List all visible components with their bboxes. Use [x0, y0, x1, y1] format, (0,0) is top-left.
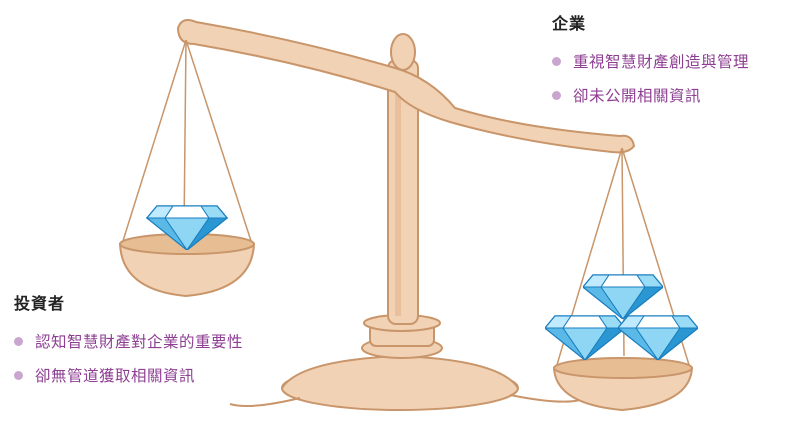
- list-item-label: 重視智慧財產創造與管理: [573, 53, 750, 71]
- enterprise-list: 重視智慧財產創造與管理 卻未公開相關資訊: [552, 44, 749, 112]
- right-pan: [545, 147, 698, 412]
- list-item: 重視智慧財產創造與管理: [552, 44, 749, 78]
- list-item: 卻未公開相關資訊: [552, 78, 749, 112]
- list-item-label: 卻無管道獲取相關資訊: [35, 367, 196, 385]
- list-item: 卻無管道獲取相關資訊: [14, 358, 243, 392]
- bullet-icon: [14, 370, 23, 380]
- enterprise-title: 企業: [552, 14, 587, 33]
- scale-base: [229, 314, 581, 411]
- list-item-label: 卻未公開相關資訊: [573, 87, 702, 105]
- scale-pillar: [387, 33, 419, 325]
- list-item: 認知智慧財產對企業的重要性: [14, 324, 243, 358]
- list-item-label: 認知智慧財產對企業的重要性: [35, 333, 244, 351]
- investor-title: 投資者: [14, 294, 66, 313]
- investor-list: 認知智慧財產對企業的重要性 卻無管道獲取相關資訊: [14, 324, 243, 392]
- scale-beam: [176, 19, 636, 154]
- bullet-icon: [552, 90, 561, 100]
- bullet-icon: [14, 336, 23, 346]
- diamond-icon: [545, 315, 625, 360]
- bullet-icon: [552, 56, 561, 66]
- investor-block: 投資者 認知智慧財產對企業的重要性 卻無管道獲取相關資訊: [14, 290, 243, 392]
- enterprise-block: 企業 重視智慧財產創造與管理 卻未公開相關資訊: [552, 10, 749, 112]
- diamond-icon: [583, 274, 663, 319]
- left-pan: [118, 39, 256, 298]
